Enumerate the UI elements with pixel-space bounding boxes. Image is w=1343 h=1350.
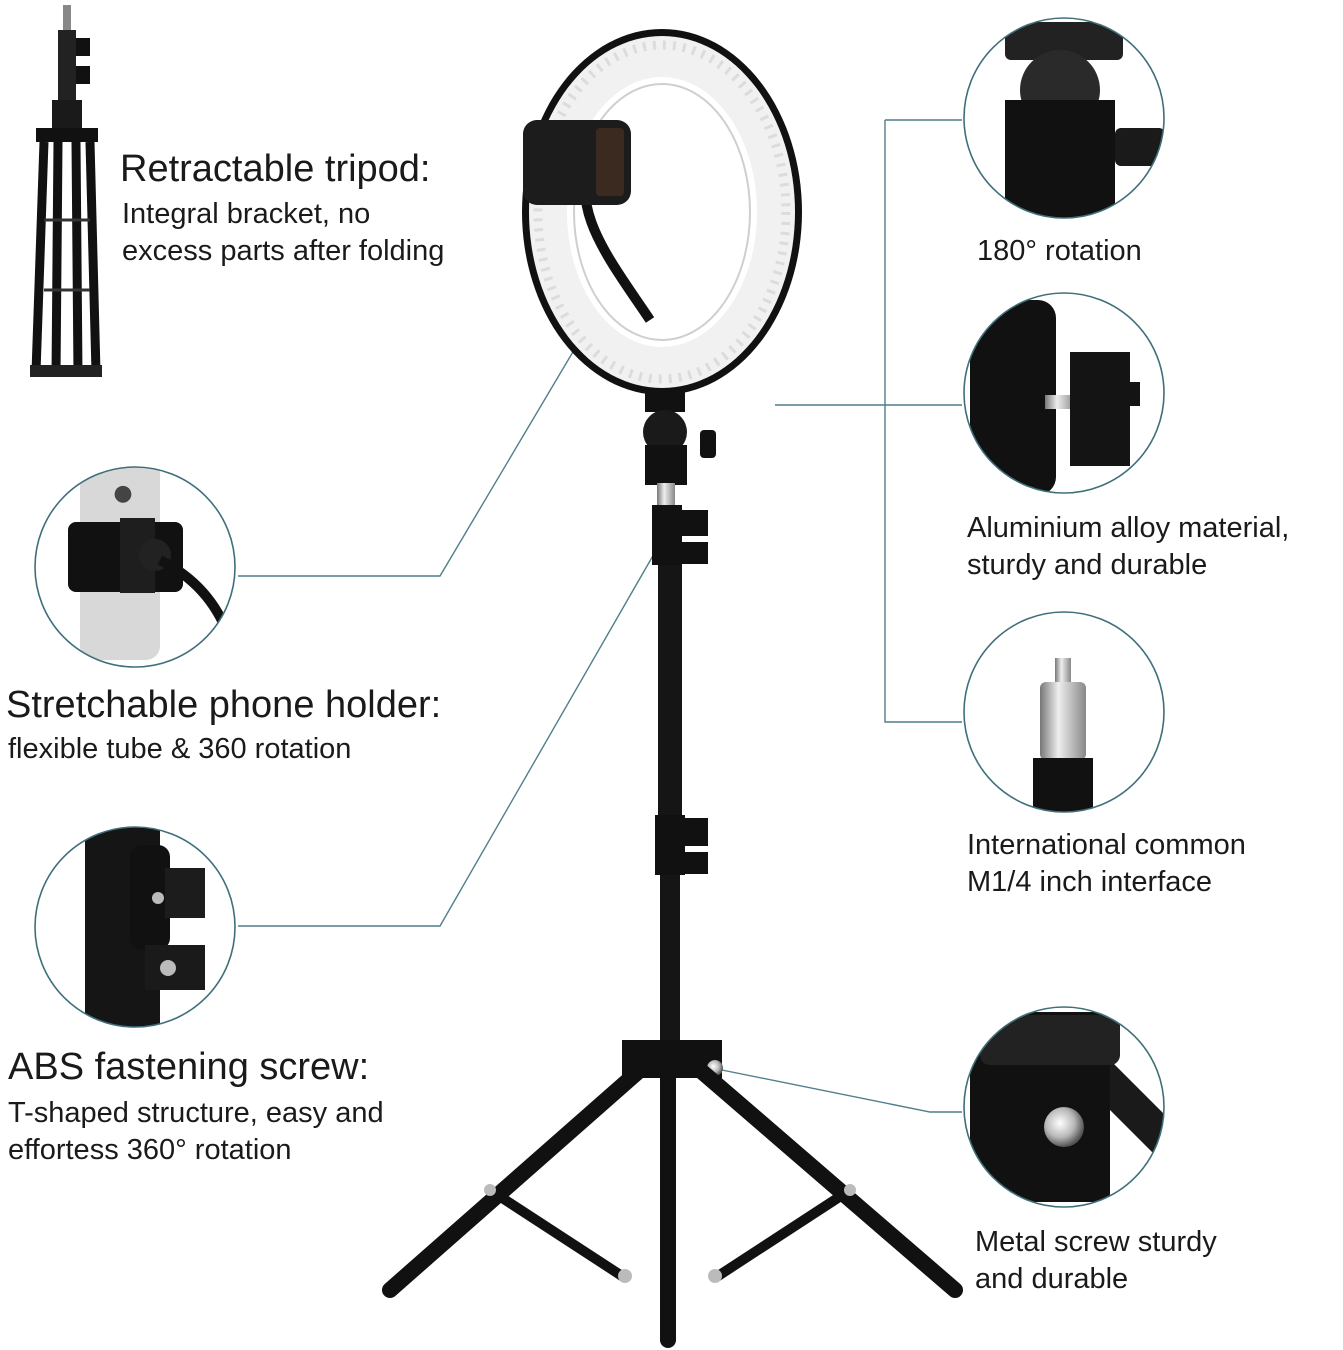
tripod-desc-line2: excess parts after folding — [122, 235, 445, 267]
ball-head-detail — [963, 17, 1165, 219]
svg-text:●: ● — [113, 481, 132, 506]
tripod-desc-line1: Integral bracket, no — [122, 198, 371, 230]
rotation-label: 180° rotation — [977, 235, 1142, 267]
metal-screw-label-line2: and durable — [975, 1263, 1129, 1295]
leader-lines — [238, 119, 962, 1113]
interface-detail — [963, 611, 1165, 813]
ring-light-image — [522, 29, 802, 395]
metal-screw-label-line1: Metal screw sturdy — [975, 1226, 1217, 1258]
tripod-stand-image — [382, 390, 963, 1348]
tripod-title: Retractable tripod: — [120, 148, 431, 190]
interface-label-line1: International common — [967, 829, 1246, 861]
fastening-screw-desc-line2: effortess 360° rotation — [8, 1134, 292, 1166]
fastening-screw-desc-line1: T-shaped structure, easy and — [8, 1097, 384, 1129]
interface-label-line2: M1/4 inch interface — [967, 866, 1213, 898]
phone-holder-desc-line1: flexible tube & 360 rotation — [8, 733, 352, 765]
folded-tripod-image — [30, 5, 102, 377]
fastening-screw-detail — [34, 826, 236, 1028]
material-label-line2: sturdy and durable — [967, 549, 1208, 581]
fastening-screw-title: ABS fastening screw: — [8, 1046, 370, 1088]
material-label-line1: Aluminium alloy material, — [967, 512, 1290, 544]
metal-screw-detail — [963, 1006, 1165, 1208]
phone-holder-title: Stretchable phone holder: — [6, 684, 442, 726]
knob-detail — [963, 292, 1165, 494]
phone-holder-detail: ● — [34, 466, 236, 668]
